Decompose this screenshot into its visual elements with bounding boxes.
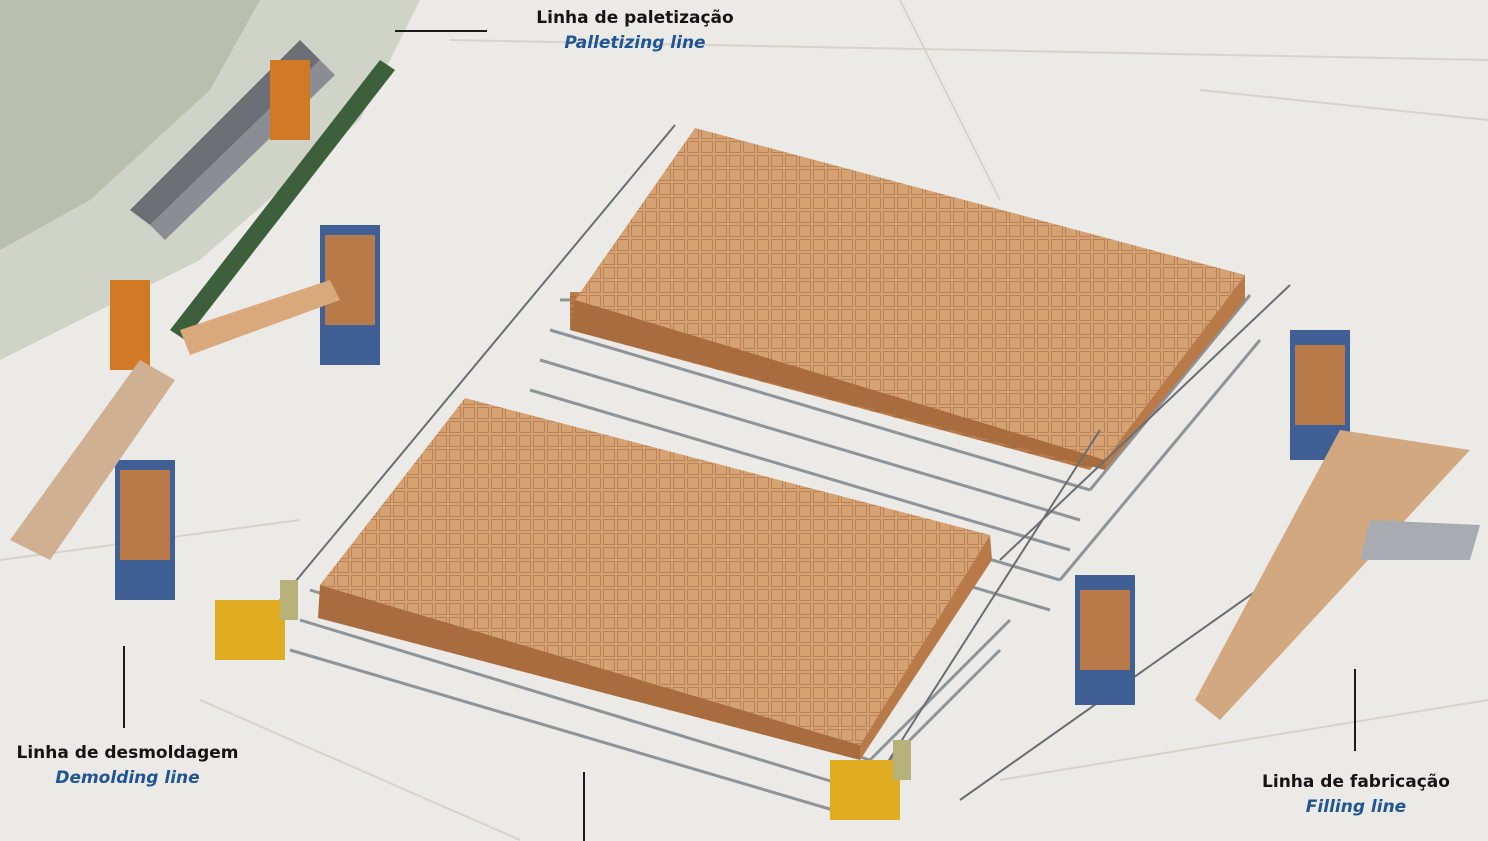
filling-line-label: Linha de fabricação Filling line (1245, 770, 1467, 820)
demolding-line (10, 225, 380, 660)
palletizing-label-pt: Linha de paletização (536, 8, 734, 28)
upper-storage-block (570, 128, 1245, 470)
demolding-label-pt: Linha de desmoldagem (16, 743, 239, 763)
filling-leader-line (1354, 669, 1356, 751)
palletizing-leader-line (395, 30, 487, 32)
demolding-line-label: Linha de desmoldagem Demolding line (0, 741, 255, 791)
demolding-leader-line (123, 646, 125, 728)
filling-line (830, 330, 1480, 820)
palletizing-label-en: Palletizing line (564, 33, 706, 53)
demolding-label-en: Demolding line (55, 768, 200, 788)
palletizing-line-label: Linha de paletização Palletizing line (520, 6, 750, 56)
filling-label-pt: Linha de fabricação (1262, 772, 1450, 792)
lower-storage-block (318, 398, 992, 760)
palletizing-line (110, 40, 395, 370)
filling-label-en: Filling line (1305, 797, 1407, 817)
storage-leader-line (583, 772, 585, 841)
